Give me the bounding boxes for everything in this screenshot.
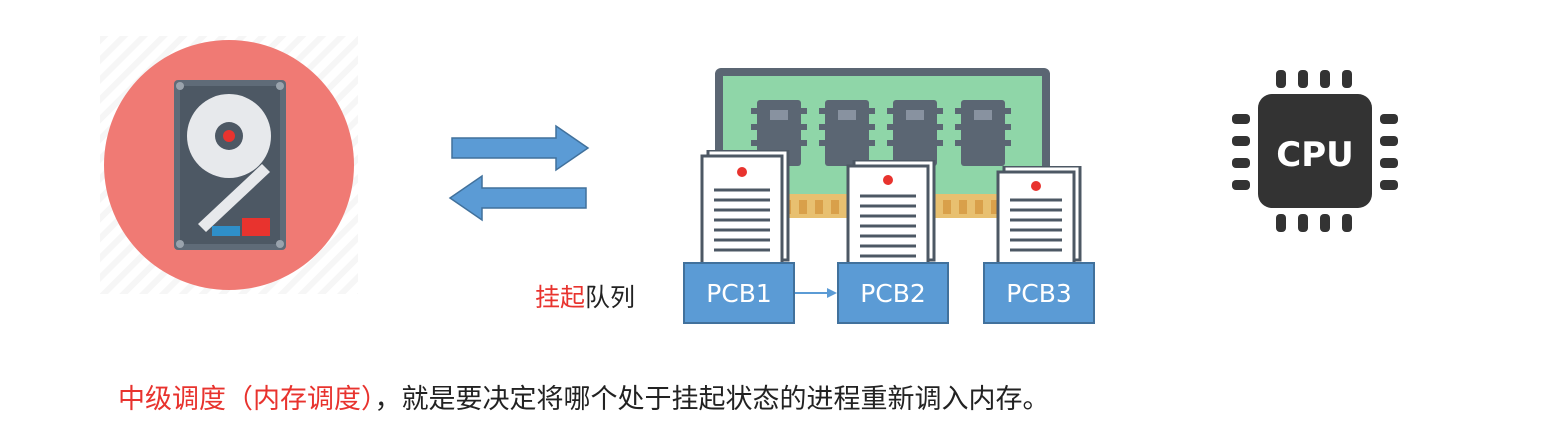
pcb-box-3: PCB3 (983, 262, 1095, 324)
suspend-queue-rest: 队列 (585, 283, 636, 312)
pcb-label: PCB3 (1006, 278, 1072, 308)
hard-disk-icon (100, 36, 358, 294)
document-icon (700, 148, 792, 268)
pcb-label: PCB1 (706, 278, 772, 308)
caption: 中级调度（内存调度），就是要决定将哪个处于挂起状态的进程重新调入内存。 (118, 377, 1050, 416)
caption-rest: ，就是要决定将哪个处于挂起状态的进程重新调入内存。 (374, 384, 1050, 415)
document-icon (846, 158, 938, 268)
pcb-label: PCB2 (860, 278, 926, 308)
cpu-chip-icon: CPU (1232, 70, 1398, 232)
cpu-label: CPU (1276, 135, 1353, 175)
swap-arrows-icon (446, 122, 592, 226)
queue-link-arrow (795, 285, 837, 301)
pcb-box-2: PCB2 (837, 262, 949, 324)
caption-highlight: 中级调度（内存调度） (118, 384, 375, 415)
pcb-box-1: PCB1 (683, 262, 795, 324)
suspend-queue-label: 挂起队列 (535, 278, 635, 314)
suspend-queue-highlight: 挂起 (535, 283, 586, 312)
document-icon (996, 164, 1084, 268)
